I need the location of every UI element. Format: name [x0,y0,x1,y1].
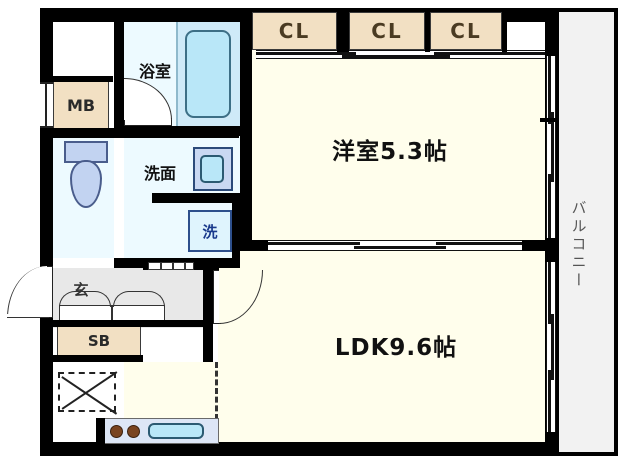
ldk-label: LDK9.6帖 [334,335,458,361]
entrance-threshold [7,314,49,318]
genkan-arc-right [113,291,165,307]
bedroom-left-wall [240,12,252,252]
hall-vent-hatch [148,262,194,270]
washer-space [188,210,232,252]
toilet-bowl-icon [70,160,102,208]
balcony-outer-wall [614,8,618,456]
washroom-divider-wall [152,193,240,203]
bedroom-balcony-window[interactable] [546,56,556,238]
entrance-door-swing-arc [7,266,47,318]
hall-wall-vertical [203,268,213,362]
stove-burner-1 [110,425,123,438]
left-window-pane [45,82,47,128]
genkan-step-divider [111,305,113,321]
washroom-right-wall [232,203,240,265]
closet-wall-seg-3 [502,12,507,52]
partition-wall-left [252,240,268,251]
balcony-area [559,8,616,456]
mb-bottom-wall [49,128,239,138]
closet-2[interactable] [349,12,425,50]
ldk-balcony-window[interactable] [546,262,556,432]
closet-sliding-doors[interactable] [256,50,545,59]
room-partition-sliding-doors[interactable] [268,240,522,251]
meter-box-label: MB [66,95,96,115]
ldk-floor [218,251,545,442]
bedroom-label: 洋室5.3帖 [332,139,448,165]
vanity-sink-icon [200,155,224,183]
outer-wall-left-mid [40,128,53,268]
closet-2-label: CL [371,19,403,43]
kitchen-sink-icon [148,423,204,439]
closet-1-label: CL [278,19,311,43]
partition-wall-right [522,240,546,251]
balcony-top-wall [559,8,618,12]
hall-vent-tick-2 [172,262,174,270]
washroom-label: 洗面 [143,164,176,183]
stove-burner-2 [127,425,140,438]
hall-vent-tick-1 [160,262,162,270]
kitchen-partition-dashed [215,362,219,420]
closet-wall-seg-1 [337,12,349,52]
fridge-space [58,372,116,412]
bathroom-left-wall [114,22,124,126]
closet-1[interactable] [252,12,337,50]
bedroom-floor [252,50,545,240]
balcony-label: バルコニー [569,200,588,290]
outer-wall-left-lower [40,318,53,456]
meter-box[interactable] [53,80,109,130]
genkan-arc-left [59,291,111,307]
washer-label: 洗 [202,222,218,241]
closet-3-label: CL [450,19,482,43]
shoe-box-label: SB [87,332,111,350]
outer-wall-bottom [40,442,559,456]
outer-wall-left-upper [40,8,53,90]
mb-top-wall [49,76,113,82]
closet-wall-seg-2 [425,12,430,52]
window-mullion-bedroom [540,118,556,122]
kitchen-left-wall [96,418,105,446]
balcony-bottom-wall [559,452,618,456]
closet-3[interactable] [430,12,502,50]
bathroom-label: 浴室 [138,62,171,81]
ldk-kitchen-floor [124,362,224,422]
bathtub-icon [185,30,231,118]
hall-vent-tick-3 [184,262,186,270]
sb-top-wall [53,320,211,327]
sb-bottom-wall [53,355,143,362]
